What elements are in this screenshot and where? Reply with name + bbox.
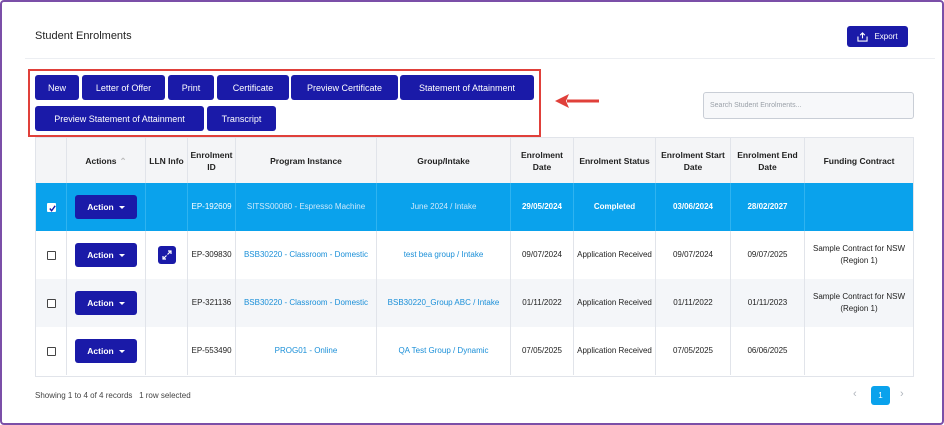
row-checkbox[interactable] bbox=[46, 346, 56, 356]
enrolment-status: Completed bbox=[574, 183, 656, 231]
enrolment-date: 09/07/2024 bbox=[511, 231, 574, 279]
sort-icon: ⌃ bbox=[119, 155, 127, 166]
program-link[interactable]: BSB30220 - Classroom - Domestic bbox=[236, 279, 377, 327]
export-label: Export bbox=[874, 32, 898, 41]
records-summary: Showing 1 to 4 of 4 records 1 row select… bbox=[35, 391, 191, 400]
new-button[interactable]: New bbox=[35, 75, 79, 100]
funding-contract bbox=[805, 327, 913, 375]
start-date: 03/06/2024 bbox=[656, 183, 731, 231]
enrolment-id: EP-553490 bbox=[188, 327, 236, 375]
table-row[interactable]: Action EP-321136 BSB30220 - Classroom - … bbox=[36, 279, 913, 327]
select-column-header bbox=[36, 138, 67, 183]
start-date-column-header: Enrolment Start Date bbox=[656, 138, 731, 183]
check-icon bbox=[48, 204, 56, 212]
enrolment-id: EP-309830 bbox=[188, 231, 236, 279]
funding-contract: Sample Contract for NSW (Region 1) bbox=[812, 244, 906, 265]
pager-prev-icon[interactable]: ‹ bbox=[853, 388, 857, 400]
statement-of-attainment-button[interactable]: Statement of Attainment bbox=[400, 75, 534, 100]
table-row[interactable]: Action EP-309830 BSB30220 - Classroom - … bbox=[36, 231, 913, 279]
export-button[interactable]: Export bbox=[847, 26, 908, 47]
table-row[interactable]: Action EP-553490 PROG01 - Online QA Test… bbox=[36, 327, 913, 375]
print-button[interactable]: Print bbox=[168, 75, 214, 100]
row-action-button[interactable]: Action bbox=[75, 243, 137, 267]
enrolments-table: Actions⌃ LLN Info Enrolment ID Program I… bbox=[35, 137, 914, 377]
row-checkbox[interactable] bbox=[46, 202, 56, 212]
end-date: 28/02/2027 bbox=[731, 183, 805, 231]
expand-icon[interactable] bbox=[157, 246, 176, 264]
row-checkbox[interactable] bbox=[46, 250, 56, 260]
end-date: 01/11/2023 bbox=[731, 279, 805, 327]
letter-of-offer-button[interactable]: Letter of Offer bbox=[82, 75, 165, 100]
transcript-button[interactable]: Transcript bbox=[207, 106, 276, 131]
funding-contract bbox=[805, 183, 913, 231]
end-date: 06/06/2025 bbox=[731, 327, 805, 375]
actions-column-header[interactable]: Actions⌃ bbox=[67, 138, 146, 183]
funding-column-header: Funding Contract bbox=[805, 138, 913, 183]
group-link[interactable]: QA Test Group / Dynamic bbox=[377, 327, 511, 375]
enrolment-id-column-header: Enrolment ID bbox=[188, 138, 236, 183]
certificate-button[interactable]: Certificate bbox=[217, 75, 289, 100]
program-column-header: Program Instance bbox=[236, 138, 377, 183]
enrolment-date: 29/05/2024 bbox=[511, 183, 574, 231]
start-date: 01/11/2022 bbox=[656, 279, 731, 327]
caret-down-icon bbox=[118, 205, 125, 209]
annotation-highlight-box bbox=[28, 69, 541, 137]
row-action-button[interactable]: Action bbox=[75, 339, 137, 363]
enrolment-status: Application Received bbox=[574, 279, 656, 327]
program-link[interactable]: SITSS00080 - Espresso Machine bbox=[236, 183, 377, 231]
enrolment-date-column-header: Enrolment Date bbox=[511, 138, 574, 183]
enrolment-date: 07/05/2025 bbox=[511, 327, 574, 375]
enrolment-id: EP-321136 bbox=[188, 279, 236, 327]
lln-cell bbox=[146, 183, 188, 231]
caret-down-icon bbox=[118, 349, 125, 353]
search-input[interactable]: Search Student Enrolments... bbox=[703, 92, 914, 119]
caret-down-icon bbox=[118, 253, 125, 257]
preview-statement-button[interactable]: Preview Statement of Attainment bbox=[35, 106, 204, 131]
export-icon bbox=[857, 31, 869, 42]
start-date: 09/07/2024 bbox=[656, 231, 731, 279]
funding-contract: Sample Contract for NSW (Region 1) bbox=[812, 292, 906, 313]
caret-down-icon bbox=[118, 301, 125, 305]
header-divider bbox=[25, 58, 935, 59]
enrolment-status: Application Received bbox=[574, 327, 656, 375]
row-action-button[interactable]: Action bbox=[75, 195, 137, 219]
group-link[interactable]: June 2024 / Intake bbox=[377, 183, 511, 231]
group-link[interactable]: test bea group / Intake bbox=[377, 231, 511, 279]
group-column-header: Group/Intake bbox=[377, 138, 511, 183]
enrolment-date: 01/11/2022 bbox=[511, 279, 574, 327]
row-checkbox[interactable] bbox=[46, 298, 56, 308]
end-date: 09/07/2025 bbox=[731, 231, 805, 279]
lln-column-header: LLN Info bbox=[146, 138, 188, 183]
start-date: 07/05/2025 bbox=[656, 327, 731, 375]
end-date-column-header: Enrolment End Date bbox=[731, 138, 805, 183]
group-link[interactable]: BSB30220_Group ABC / Intake bbox=[377, 279, 511, 327]
pager-current-page[interactable]: 1 bbox=[871, 386, 890, 405]
selection-summary: 1 row selected bbox=[139, 391, 191, 400]
enrolment-id: EP-192609 bbox=[188, 183, 236, 231]
annotation-arrow-icon bbox=[555, 94, 599, 108]
pager-next-icon[interactable]: › bbox=[900, 388, 904, 400]
preview-certificate-button[interactable]: Preview Certificate bbox=[291, 75, 398, 100]
enrolment-status: Application Received bbox=[574, 231, 656, 279]
page-title: Student Enrolments bbox=[35, 30, 132, 42]
program-link[interactable]: BSB30220 - Classroom - Domestic bbox=[236, 231, 377, 279]
lln-cell bbox=[146, 279, 188, 327]
status-column-header: Enrolment Status bbox=[574, 138, 656, 183]
program-link[interactable]: PROG01 - Online bbox=[236, 327, 377, 375]
lln-cell bbox=[146, 327, 188, 375]
table-row[interactable]: Action EP-192609 SITSS00080 - Espresso M… bbox=[36, 183, 913, 231]
row-action-button[interactable]: Action bbox=[75, 291, 137, 315]
